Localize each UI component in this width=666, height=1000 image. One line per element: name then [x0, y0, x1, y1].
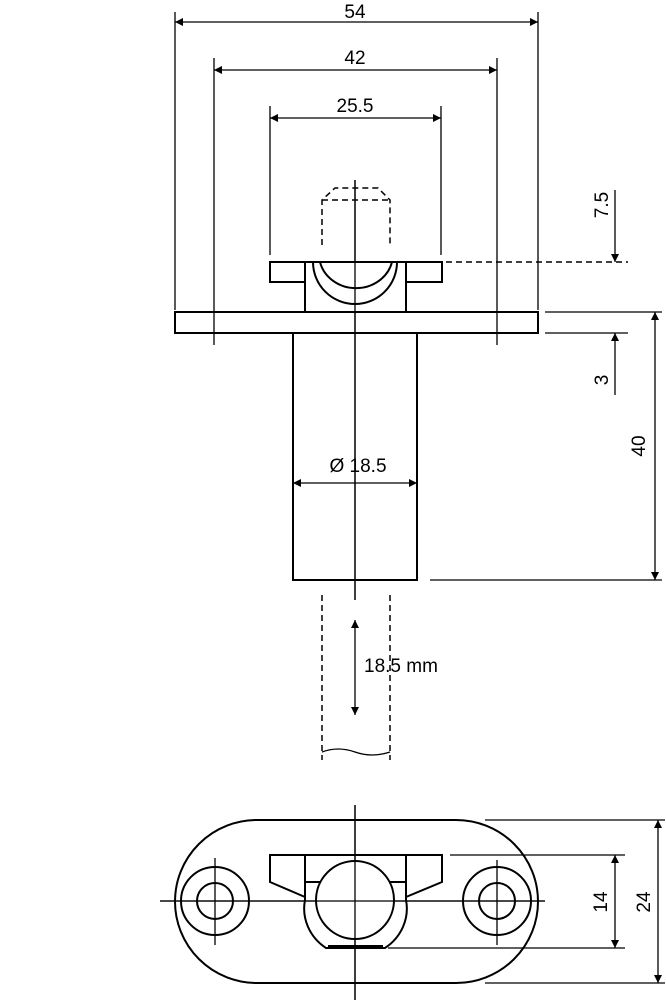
dim-14: 14 [591, 891, 612, 913]
dim-3: 3 [592, 375, 613, 386]
break-line [321, 748, 391, 756]
dim-24: 24 [634, 891, 655, 913]
dim-42: 42 [344, 48, 365, 69]
pin-hidden [321, 187, 391, 245]
dimensions: 54 42 25.5 7.5 3 40 Ø 18.5 18.5 mm [174, 2, 662, 715]
dim-stroke: 18.5 mm [364, 656, 438, 677]
dim-40: 40 [629, 435, 650, 456]
dim-54: 54 [344, 2, 366, 23]
flange-wings [269, 854, 443, 898]
mounting-plate [174, 311, 539, 334]
dim-diameter: Ø 18.5 [329, 456, 386, 477]
holder-body [303, 854, 408, 949]
side-view [174, 180, 539, 760]
dim-7-5: 7.5 [592, 192, 613, 218]
plan-view: 14 24 [160, 805, 665, 1000]
dim-25-5: 25.5 [337, 96, 374, 117]
ball [319, 261, 393, 290]
